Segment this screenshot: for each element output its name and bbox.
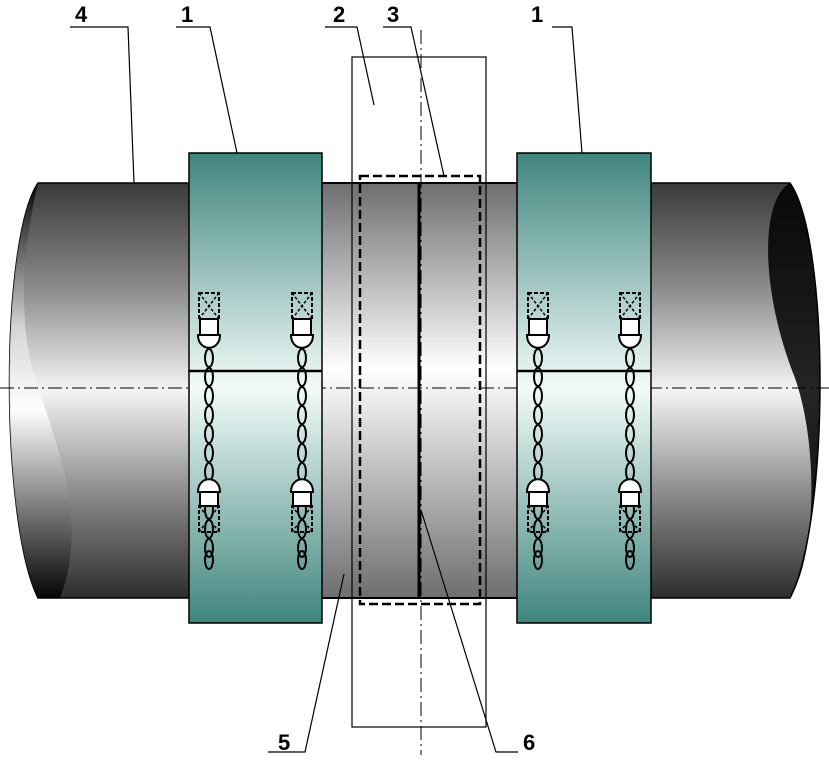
chain-end-link: [625, 550, 635, 570]
lower-lug-cross: [291, 505, 313, 533]
chain-end-link: [533, 550, 543, 570]
upper-bolt-head: [196, 334, 222, 349]
chain-end-link: [297, 550, 307, 570]
lower-lug-cross: [619, 505, 641, 533]
weld-zone-dashed: [358, 174, 482, 606]
label-weld-zone: 3: [387, 2, 399, 27]
lower-bolt-head: [196, 478, 222, 493]
lower-bolt-head: [289, 478, 315, 493]
label-pipe-section: 5: [278, 730, 290, 755]
upper-lug-cross: [198, 292, 220, 320]
lower-lug-cross: [198, 505, 220, 533]
upper-bolt: [292, 318, 312, 336]
lower-bolt-head: [525, 478, 551, 493]
lower-lug-box: [291, 505, 313, 533]
label-clamp-right: 1: [531, 2, 543, 27]
lower-lug-box: [619, 505, 641, 533]
lower-lug-box: [527, 505, 549, 533]
pipe-left-end: [9, 183, 72, 598]
lower-bolt: [199, 491, 219, 507]
chain-link: [297, 538, 307, 558]
label-weld-seam: 6: [523, 730, 535, 755]
upper-bolt: [620, 318, 640, 336]
chain-link: [204, 538, 214, 558]
lower-bolt: [620, 491, 640, 507]
chain-end-link: [204, 550, 214, 570]
upper-lug-cross: [527, 292, 549, 320]
upper-bolt-head: [289, 334, 315, 349]
upper-bolt-head: [617, 334, 643, 349]
label-pipe: 4: [75, 2, 88, 27]
label-clamp-left: 1: [181, 2, 193, 27]
upper-lug-cross: [619, 292, 641, 320]
lower-bolt: [292, 491, 312, 507]
lower-bolt-head: [617, 478, 643, 493]
chain-fasteners: [196, 292, 643, 570]
upper-bolt: [528, 318, 548, 336]
lower-lug-box: [198, 505, 220, 533]
lower-bolt: [528, 491, 548, 507]
chain-link: [533, 538, 543, 558]
upper-lug-cross: [291, 292, 313, 320]
lower-lug-cross: [527, 505, 549, 533]
leader-lines: [70, 26, 583, 753]
sleeve-outline: [351, 56, 487, 728]
label-sleeve: 2: [333, 2, 345, 27]
pipe-right-end: [768, 183, 820, 598]
upper-bolt: [199, 318, 219, 336]
chain-link: [625, 538, 635, 558]
upper-bolt-head: [525, 334, 551, 349]
